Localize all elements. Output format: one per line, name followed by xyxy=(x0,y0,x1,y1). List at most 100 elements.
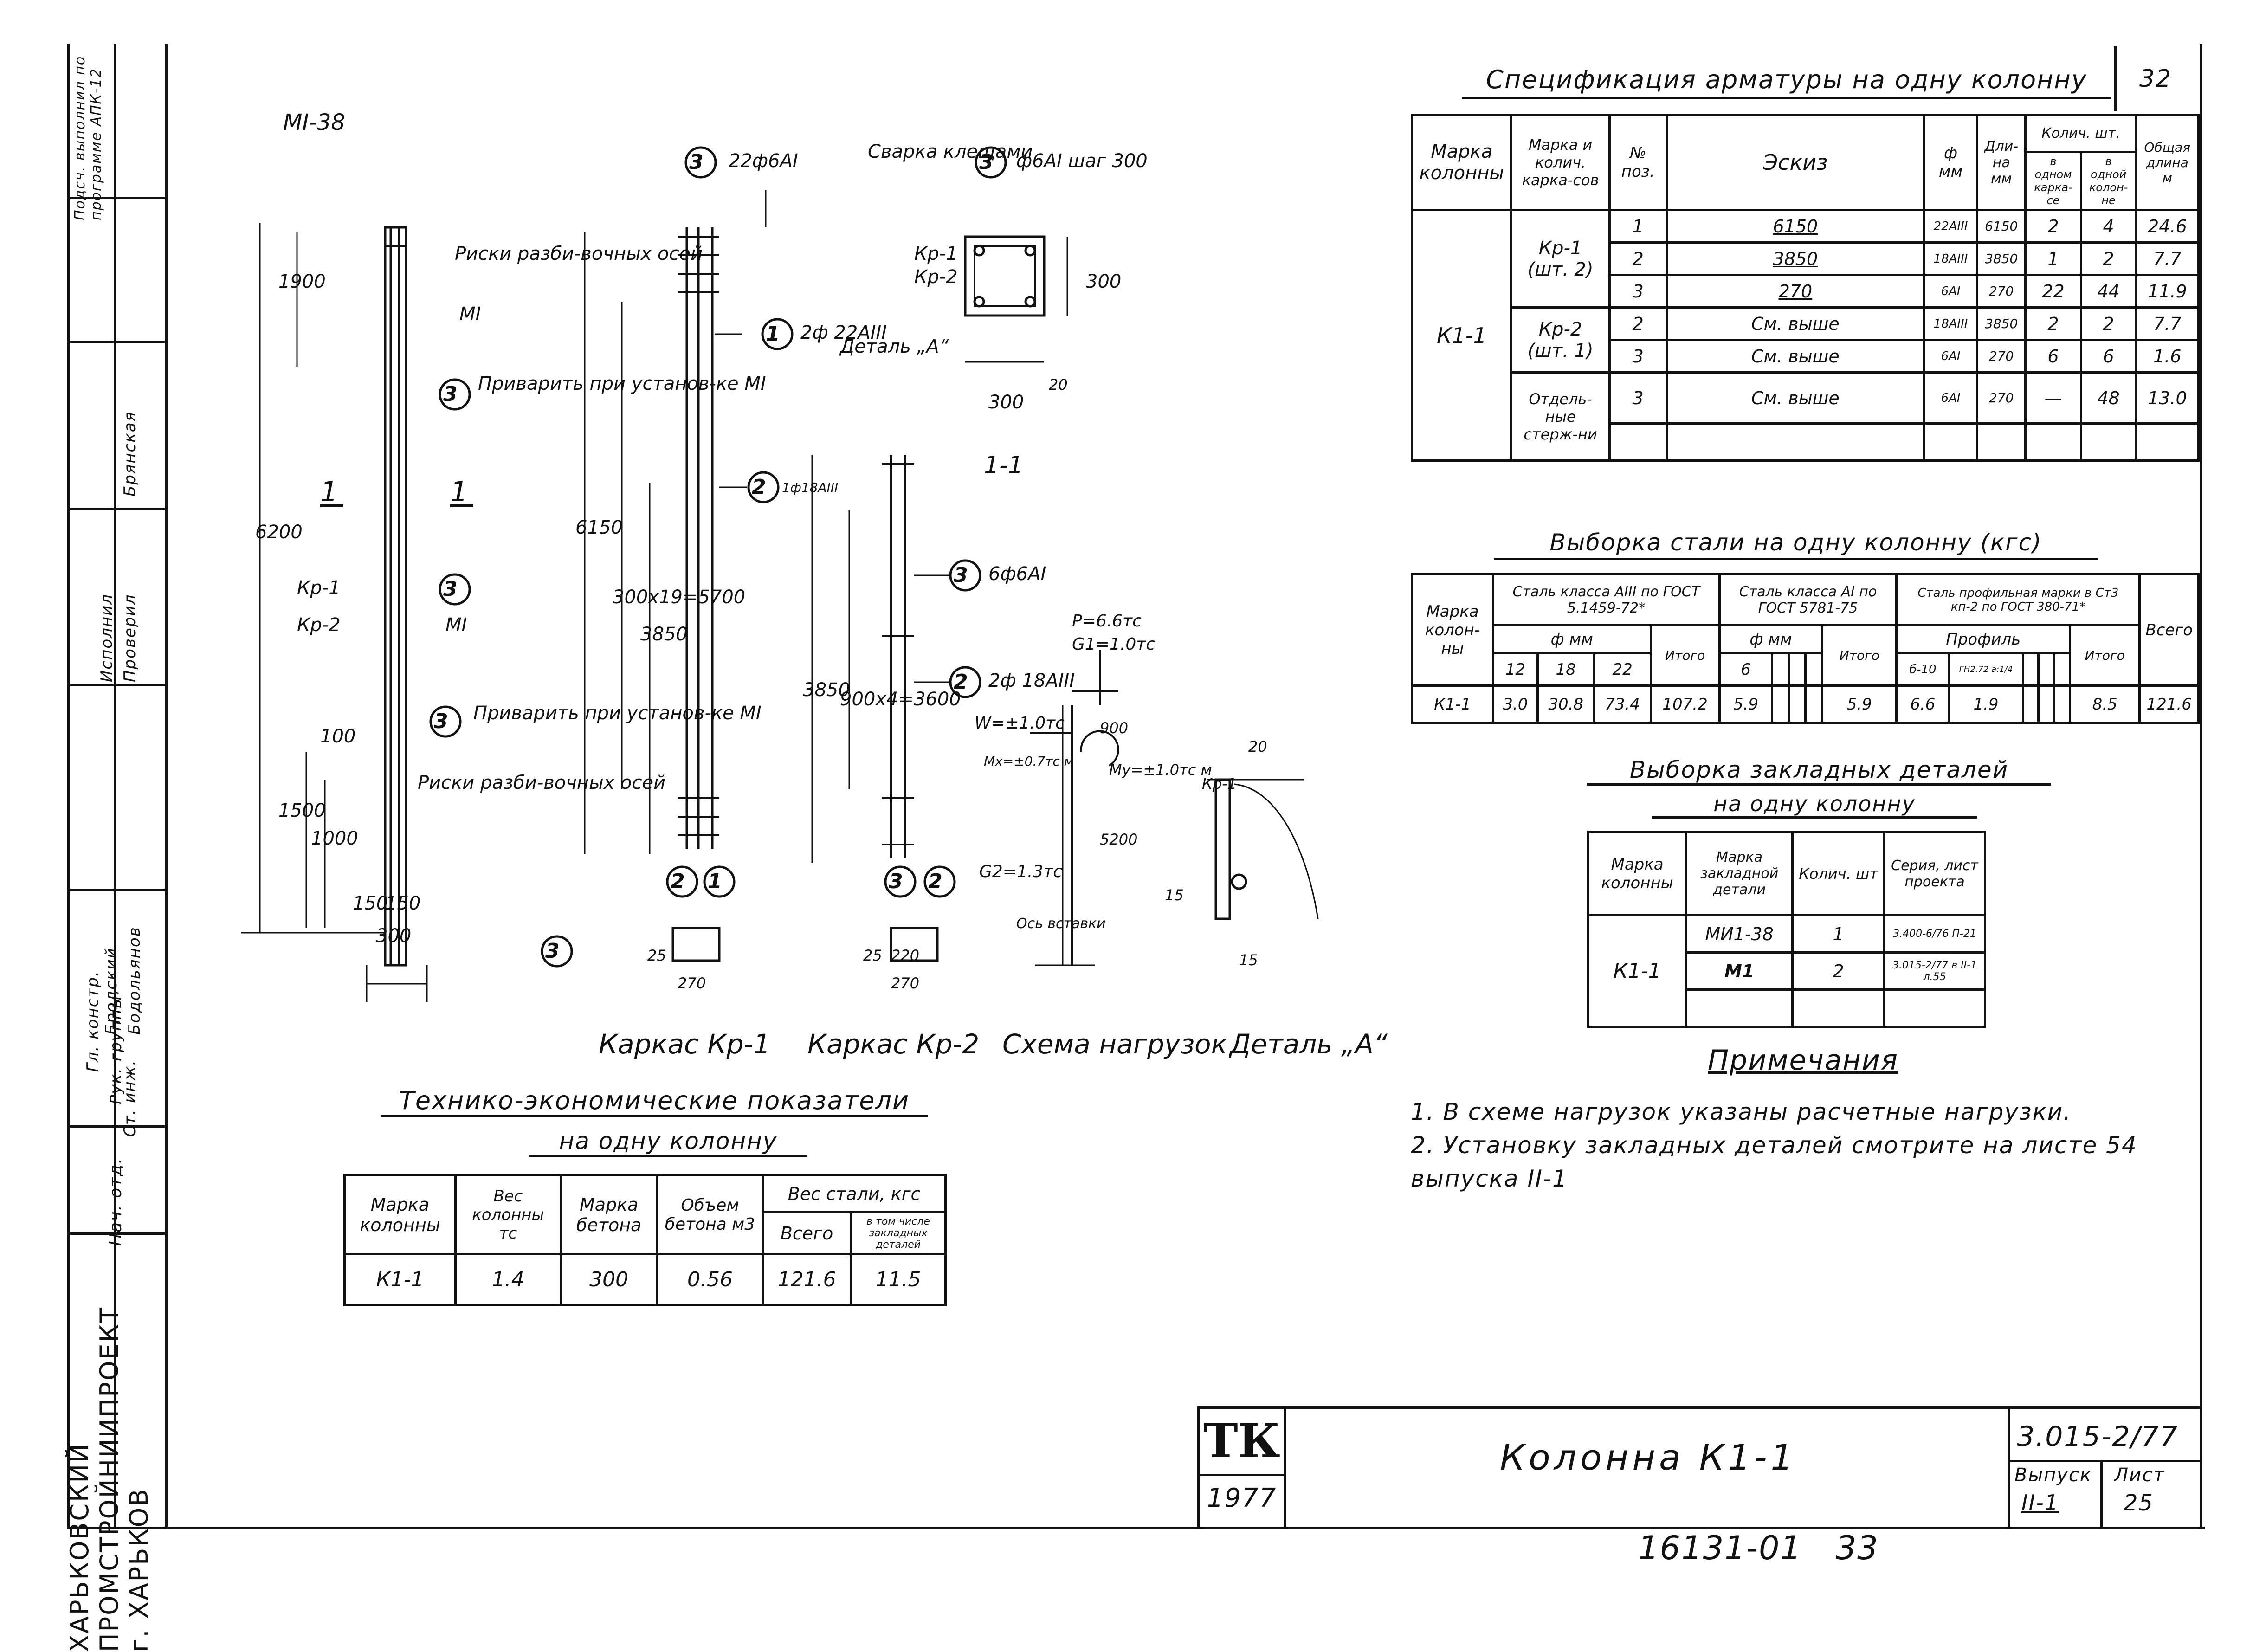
sheet-label: Лист xyxy=(2114,1465,2165,1486)
spec-cell: — xyxy=(2024,371,2082,425)
label-weld-clamps: Сварка клещами xyxy=(868,141,1033,162)
steel-prof-col: ГН2.72 а:1/4 xyxy=(1948,652,2024,687)
spec-h-mark: Марка колонны xyxy=(1410,114,1513,211)
steel-table: Марка колон-ны Сталь класса АIII по ГОСТ… xyxy=(1411,573,2200,724)
steel-h-grand: Всего xyxy=(2138,573,2200,687)
label-section-left: 1 xyxy=(320,476,338,508)
strip-row-line-4 xyxy=(67,684,165,686)
spec-cell: 270 xyxy=(1975,371,2027,425)
dim-20: 20 xyxy=(1049,376,1068,394)
code-h-divider xyxy=(2008,1460,2202,1462)
label-weld2: Приварить при установ-ке МI xyxy=(473,703,762,724)
embedded-series: 3.400-6/76 П-21 xyxy=(1883,914,1986,954)
strip-row-line-2 xyxy=(67,341,165,343)
spec-frame-2: Кр-2 (шт. 1) xyxy=(1510,306,1611,374)
spec-cell: 3850 xyxy=(1975,306,2027,341)
org-block xyxy=(67,1232,165,1235)
circle-3-h: 3 xyxy=(954,563,968,587)
dim-5200: 5200 xyxy=(1100,831,1137,848)
spec-cell: 6150 xyxy=(1665,209,1926,244)
spec-table: Марка колонны Марка и колич. карка-сов №… xyxy=(1410,114,2200,462)
dim-270: 270 xyxy=(678,974,706,992)
circle-1-a: 1 xyxy=(766,322,780,346)
load-Mx: Mx=±0.7тс м xyxy=(984,754,1074,769)
spec-cell: 22 xyxy=(2024,274,2082,309)
label-kr1-sec: Кр-1 xyxy=(914,243,958,265)
steel-h-dia-a3: ф мм xyxy=(1492,624,1652,654)
circle-3-d: 3 xyxy=(689,150,704,174)
tep-val: К1-1 xyxy=(343,1253,457,1306)
spec-cell-empty xyxy=(2135,422,2200,462)
spec-cell: 7.7 xyxy=(2135,306,2200,341)
steel-val: 1.9 xyxy=(1948,684,2024,724)
label-f6-step: ф6АI шаг 300 xyxy=(1016,150,1148,172)
spec-cell-empty xyxy=(1975,422,2027,462)
spec-h-qty: Колич. шт. xyxy=(2024,114,2137,153)
spec-cell: См. выше xyxy=(1665,371,1926,425)
steel-val-empty xyxy=(2021,684,2040,724)
dim-3850b: 3850 xyxy=(803,679,850,701)
load-G1: G1=1.0тс xyxy=(1072,635,1155,654)
steel-val-empty xyxy=(1788,684,1807,724)
page-number-box xyxy=(2114,46,2117,111)
spec-cell: 270 xyxy=(1975,274,2027,309)
circle-3-f: 3 xyxy=(889,870,903,893)
steel-dia: 12 xyxy=(1492,652,1539,687)
embedded-mark: К1-1 xyxy=(1587,914,1688,1028)
tep-h-concrete: Марка бетона xyxy=(559,1174,658,1255)
spec-title: Спецификация арматуры на одну колонну xyxy=(1462,65,2111,99)
dim-15b: 15 xyxy=(1165,886,1184,904)
spec-h-dia: ф мм xyxy=(1923,114,1978,211)
spec-h-qf: в одном карка-се xyxy=(2024,151,2082,211)
spec-cell: 6АI xyxy=(1923,274,1978,309)
strip-row-line-3 xyxy=(67,508,165,510)
right-frame-line xyxy=(2200,44,2202,1527)
spec-h-len: Дли-на мм xyxy=(1975,114,2027,211)
spec-cell: 3850 xyxy=(1975,241,2027,276)
note-2: 2. Установку закладных деталей смотрите … xyxy=(1411,1132,2137,1159)
circle-2-d: 2 xyxy=(954,670,968,694)
spec-cell-empty xyxy=(2079,422,2137,462)
circle-3-g: 3 xyxy=(979,150,994,174)
spec-cell: 18АIII xyxy=(1923,241,1978,276)
spec-cell-empty xyxy=(1665,422,1926,462)
load-My: My=±1.0тс м xyxy=(1109,761,1212,779)
spec-cell: 6АI xyxy=(1923,339,1978,374)
steel-h-total-a1: Итого xyxy=(1821,624,1898,687)
dim-6200: 6200 xyxy=(255,522,303,543)
steel-prof-empty xyxy=(2037,652,2056,687)
dim-300: 300 xyxy=(376,925,411,947)
top-3: Проверил xyxy=(121,594,139,682)
caption-kr2: Каркас Кр-2 xyxy=(807,1028,979,1060)
spec-cell: См. выше xyxy=(1665,339,1926,374)
spec-h-qc: в одной колон-не xyxy=(2079,151,2137,211)
steel-val: 3.0 xyxy=(1492,684,1539,724)
note-1: 1. В схеме нагрузок указаны расчетные на… xyxy=(1411,1098,2072,1125)
tk-divider xyxy=(1284,1409,1286,1527)
circle-2-b: 2 xyxy=(671,870,685,893)
note-3: выпуска II-1 xyxy=(1411,1165,1568,1192)
steel-h-dia-a1: ф мм xyxy=(1718,624,1824,654)
roles-block xyxy=(67,889,165,891)
sheet-value: 25 xyxy=(2124,1490,2154,1516)
tep-h-mark: Марка колонны xyxy=(343,1174,457,1255)
notes-list: 1. В схеме нагрузок указаны расчетные на… xyxy=(1411,1095,2200,1195)
spec-cell: 3 xyxy=(1608,339,1668,374)
dim-1900: 1900 xyxy=(278,271,326,292)
steel-val: 121.6 xyxy=(2138,684,2200,724)
spec-cell: 7.7 xyxy=(2135,241,2200,276)
title-code: 3.015-2/77 xyxy=(2017,1420,2179,1453)
steel-h-a1: Сталь класса АI по ГОСТ 5781-75 xyxy=(1718,573,1898,626)
embedded-subtitle: на одну колонну xyxy=(1652,791,1977,819)
spec-cell: 6АI xyxy=(1923,371,1978,425)
tep-h-incl: в том числе закладных деталей xyxy=(849,1211,947,1255)
names-block-line xyxy=(67,1125,165,1128)
steel-h-a3: Сталь класса АIII по ГОСТ 5.1459-72* xyxy=(1492,573,1721,626)
caption-detail-a: Деталь „А“ xyxy=(1228,1028,1388,1060)
tep-val: 11.5 xyxy=(849,1253,947,1306)
label-rebar-2f22: 2ф 22АIII xyxy=(800,322,887,343)
steel-dia: 22 xyxy=(1593,652,1652,687)
steel-val-empty xyxy=(2053,684,2071,724)
tep-title: Технико-экономические показатели xyxy=(381,1086,928,1117)
dim-20b: 20 xyxy=(1248,738,1267,755)
